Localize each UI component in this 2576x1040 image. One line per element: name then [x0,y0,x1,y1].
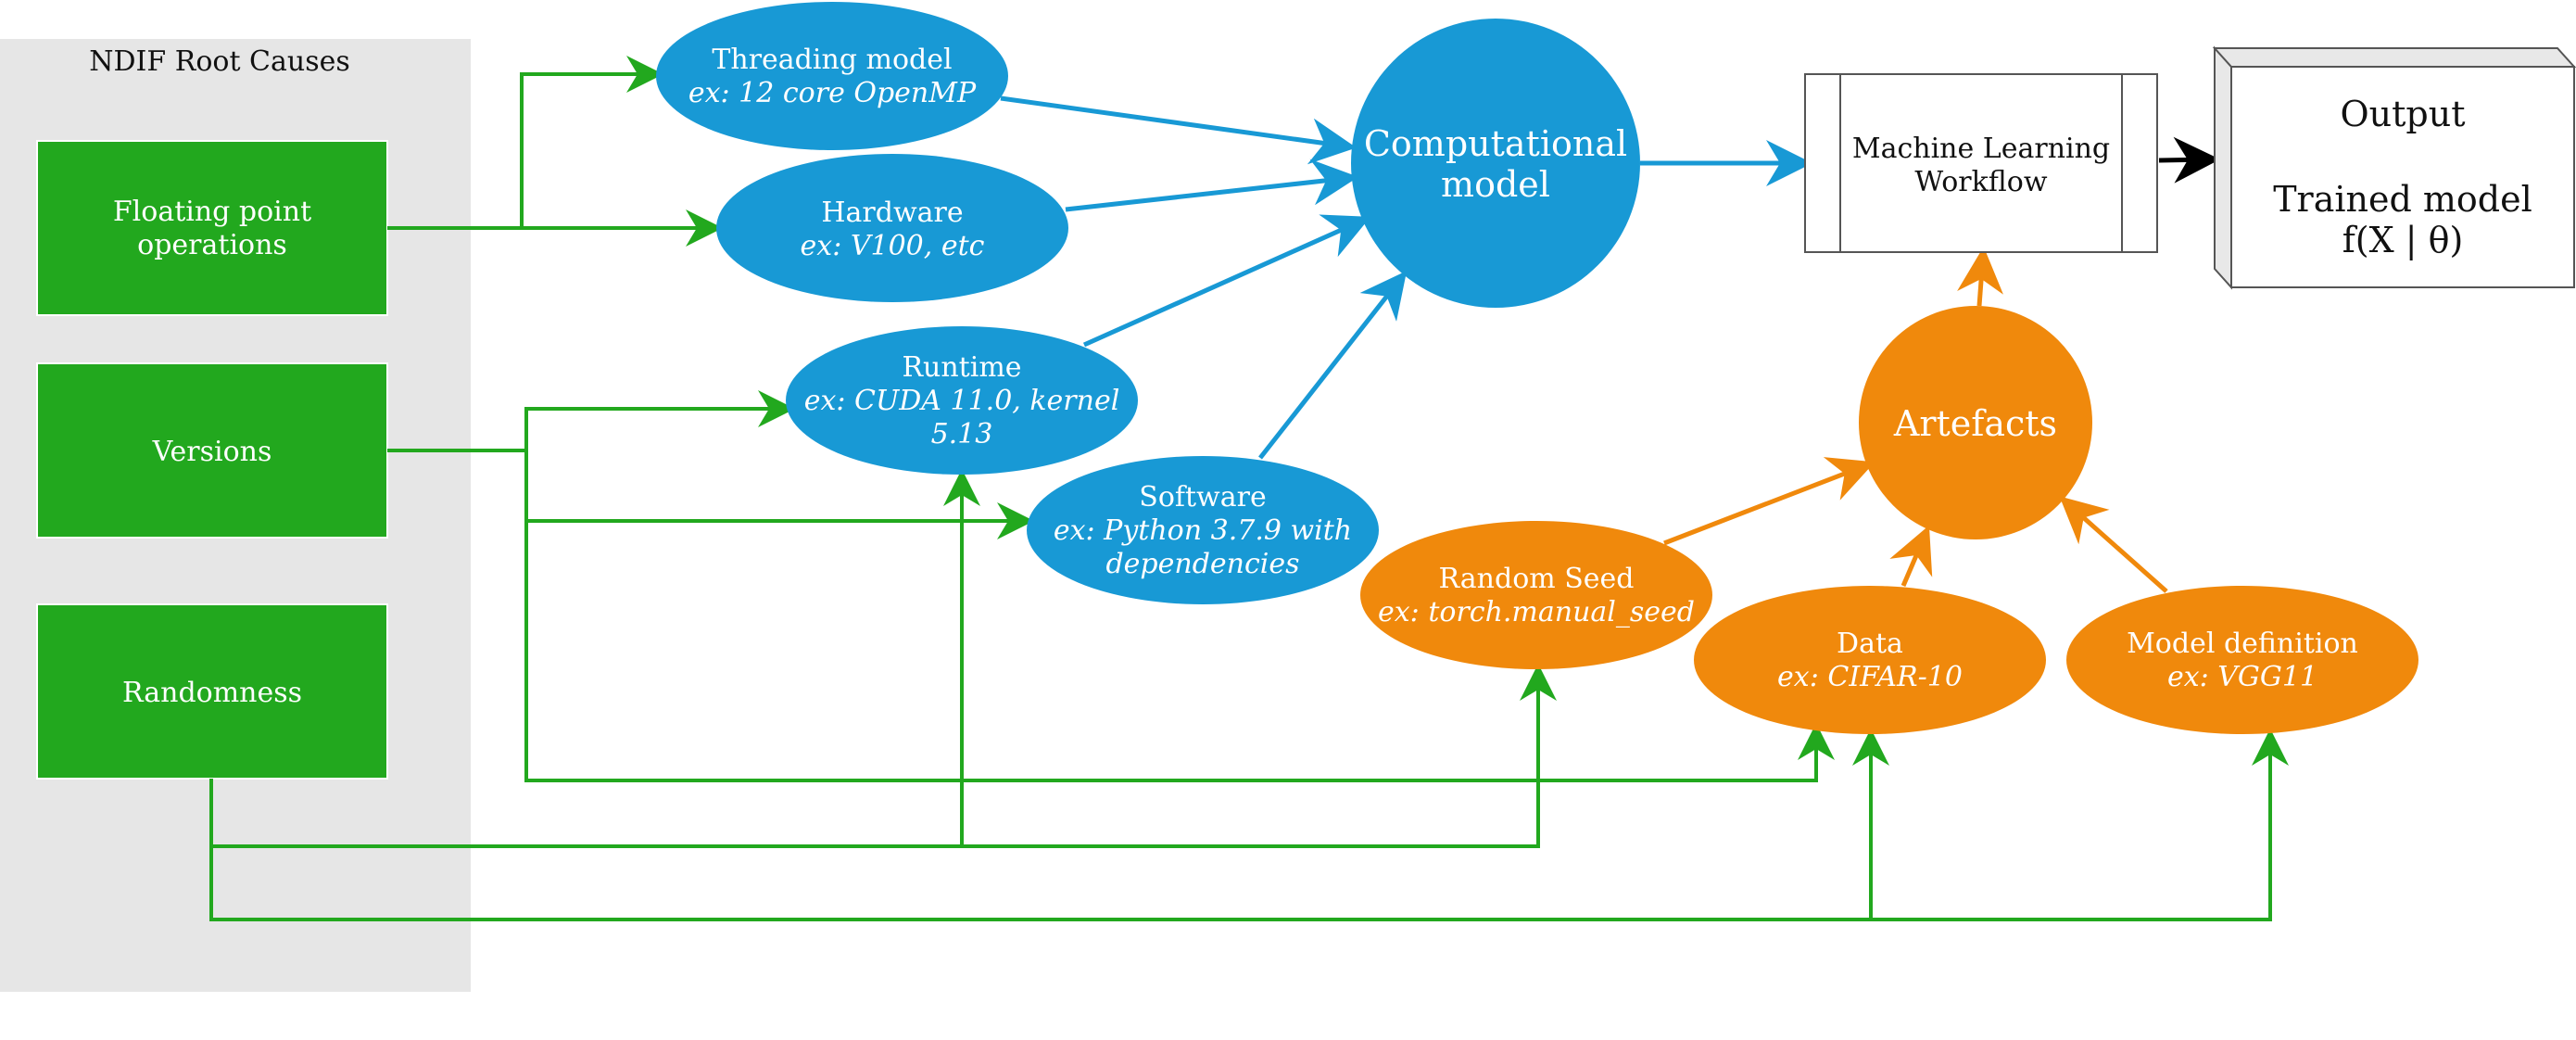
threading-example: ex: 12 core OpenMP [688,77,977,109]
floating-point-label-line2: operations [137,229,287,261]
hardware-node: Hardware ex: V100, etc [716,154,1068,302]
output-title: Output [2341,94,2466,134]
edge-artefacts-to-workflow [1957,247,2003,307]
model-definition-title: Model definition [2127,628,2358,660]
randomness-label: Randomness [122,677,302,709]
edge-seed-to-artefacts [1663,457,1875,546]
data-node: Data ex: CIFAR-10 [1694,586,2046,734]
panel-title: NDIF Root Causes [89,45,350,78]
edge-model-definition-to-artefacts [2059,496,2168,593]
ml-workflow-node: Machine Learning Workflow [1804,73,2158,253]
edge-threading-to-model [1000,95,1357,165]
edge-runtime-to-model [1082,214,1371,348]
versions-label: Versions [152,436,272,468]
versions-box: Versions [36,362,388,539]
edge-data-to-artefacts [1889,525,1933,587]
workflow-line1: Machine Learning [1852,133,2110,165]
edge-workflow-to-output [2158,136,2220,184]
edge-versions-to-data [524,521,1835,782]
hardware-title: Hardware [821,197,963,229]
computational-model-node: Computational model [1351,19,1640,308]
edge-software-to-model [1258,271,1408,460]
runtime-node: Runtime ex: CUDA 11.0, kernel 5.13 [786,326,1138,475]
floating-point-label-line1: Floating point [113,196,311,228]
artefacts-node: Artefacts [1859,306,2092,539]
randomness-box: Randomness [36,603,388,780]
model-definition-example: ex: VGG11 [2167,661,2317,693]
output-line2: f(X | θ) [2342,220,2464,260]
random-seed-title: Random Seed [1439,563,1635,595]
threading-title: Threading model [712,44,952,76]
software-title: Software [1139,481,1266,514]
workflow-line2: Workflow [1914,166,2047,198]
artefacts-label: Artefacts [1893,403,2057,444]
random-seed-example: ex: torch.manual_seed [1378,596,1695,628]
computational-model-line1: Computational [1364,123,1627,164]
runtime-title: Runtime [902,351,1021,384]
green-connectors [209,56,2289,921]
software-example-line2: dependencies [1105,548,1299,580]
edge-floating-to-threading [387,56,663,230]
edge-randomness-to-seed [209,664,1557,848]
data-example: ex: CIFAR-10 [1777,661,1963,693]
threading-model-node: Threading model ex: 12 core OpenMP [656,2,1008,150]
edge-hardware-to-model [1065,159,1358,212]
software-node: Software ex: Python 3.7.9 with dependenc… [1027,456,1379,604]
output-line1: Trained model [2273,179,2532,220]
runtime-example-line2: 5.13 [931,418,993,450]
orange-connectors [1663,247,2168,593]
floating-point-box: Floating point operations [36,140,388,316]
software-example-line1: ex: Python 3.7.9 with [1054,514,1352,547]
model-definition-node: Model definition ex: VGG11 [2066,586,2418,734]
data-title: Data [1837,628,1903,660]
computational-model-line2: model [1441,164,1550,205]
runtime-example-line1: ex: CUDA 11.0, kernel [804,385,1120,417]
output-node: Output Trained model f(X | θ) [2212,45,2576,290]
edge-randomness-to-model-definition [209,729,2289,921]
edge-versions-to-runtime [387,390,795,452]
hardware-example: ex: V100, etc [801,230,985,262]
random-seed-node: Random Seed ex: torch.manual_seed [1360,521,1712,669]
blue-connectors [1000,95,1812,460]
